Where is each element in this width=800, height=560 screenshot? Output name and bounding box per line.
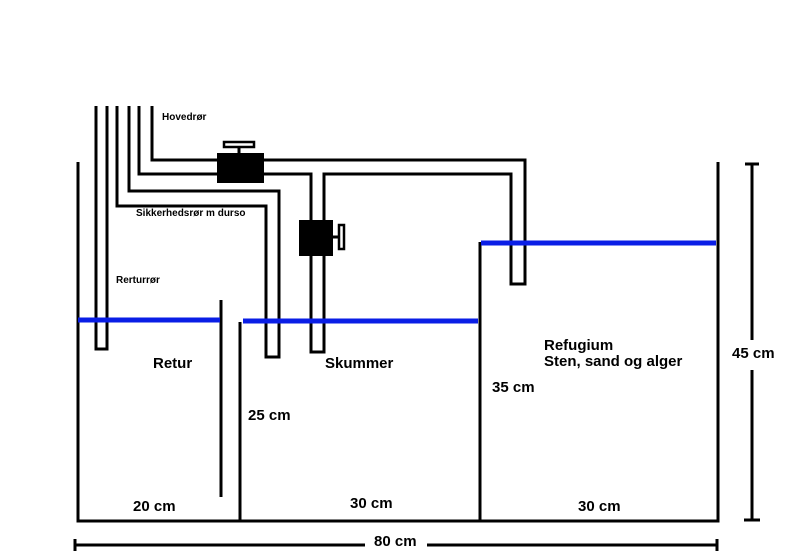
valve-skimmer-icon[interactable] (299, 220, 346, 256)
baffle-height-label: 25 cm (248, 407, 291, 424)
skimmer-width-label: 30 cm (350, 495, 393, 512)
refugium-description: Sten, sand og alger (544, 353, 683, 370)
return-pipe (94, 106, 109, 351)
return-pipe-label: Rerturrør (116, 275, 160, 286)
tank-outline (76, 162, 720, 523)
valve-main-icon[interactable] (217, 140, 264, 183)
safety-pipe-label: Sikkerhedsrør m durso (136, 208, 246, 219)
safety-pipe (115, 106, 281, 359)
return-chamber-label: Retur (153, 355, 193, 372)
refugium-width-label: 30 cm (578, 498, 621, 515)
main-pipe-label: Hovedrør (162, 112, 207, 123)
main-pipe-outer (137, 106, 527, 354)
tank-length-label: 80 cm (374, 533, 417, 550)
refugium-title: Refugium (544, 337, 614, 354)
return-width-label: 20 cm (133, 498, 176, 515)
refugium-wall-height-label: 35 cm (492, 379, 535, 396)
skimmer-chamber-label: Skummer (325, 355, 394, 372)
tank-height-label: 45 cm (732, 345, 775, 362)
